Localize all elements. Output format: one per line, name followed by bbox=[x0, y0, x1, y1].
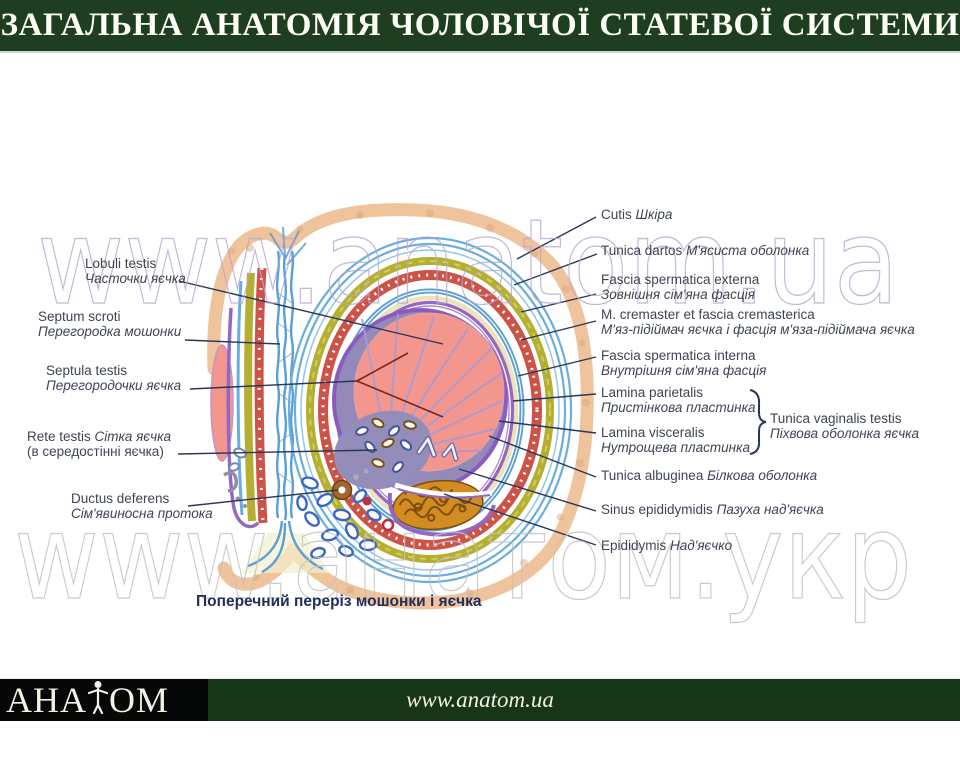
label-epididymis: Epididymis Над'яєчко bbox=[601, 538, 733, 553]
anatom-logo: АНА ОМ bbox=[0, 679, 208, 721]
footer-bar: АНА ОМ www.anatom.ua bbox=[0, 678, 960, 721]
figure-caption: Поперечний переріз мошонки і яєчка bbox=[196, 593, 482, 610]
visceral-lamina-wrap bbox=[387, 492, 496, 537]
septum-scroti bbox=[242, 226, 330, 574]
scrotum-cross-section-illustration: www.anatom.ua www.анатом.укр bbox=[13, 192, 912, 626]
ductus-tubule-cluster bbox=[296, 468, 395, 560]
leader-lines bbox=[177, 216, 598, 546]
label-tunica-albuginea: Tunica albuginea Білкова оболонка bbox=[601, 468, 818, 483]
title-bar: ЗАГАЛЬНА АНАТОМІЯ ЧОЛОВІЧОЇ СТАТЕВОЇ СИС… bbox=[0, 0, 960, 53]
watermark-bottom: www.анатом.укр bbox=[14, 488, 912, 626]
label-cutis: Cutis Шкіра bbox=[601, 207, 673, 222]
footer-url-link[interactable]: www.anatom.ua bbox=[406, 687, 554, 712]
logo-text-prefix: АНА bbox=[6, 680, 87, 720]
human-figure-icon bbox=[88, 681, 108, 714]
testis bbox=[332, 308, 508, 492]
label-rete-testis: Rete testis Сітка яєчка (в середостінні … bbox=[27, 429, 171, 459]
rete-testis-ductules bbox=[355, 417, 459, 473]
slide: ЗАГАЛЬНА АНАТОМІЯ ЧОЛОВІЧОЇ СТАТЕВОЇ СИС… bbox=[0, 0, 960, 721]
label-tunica-dartos: Tunica dartos М'ясиста оболонка bbox=[601, 243, 810, 258]
label-sinus-epididymidis: Sinus epididymidis Пазуха над'яєчка bbox=[601, 502, 824, 517]
tunica-vaginalis-brace bbox=[749, 389, 767, 455]
watermark-top: www.anatom.ua bbox=[37, 193, 899, 331]
page-title: ЗАГАЛЬНА АНАТОМІЯ ЧОЛОВІЧОЇ СТАТЕВОЇ СИС… bbox=[0, 7, 960, 43]
logo-text-suffix: ОМ bbox=[109, 680, 170, 720]
content-area: www.anatom.ua www.анатом.укр Lobuli test… bbox=[0, 53, 960, 677]
septula-fork-lines bbox=[356, 352, 444, 418]
sinus-epididymidis-gap bbox=[394, 482, 493, 498]
